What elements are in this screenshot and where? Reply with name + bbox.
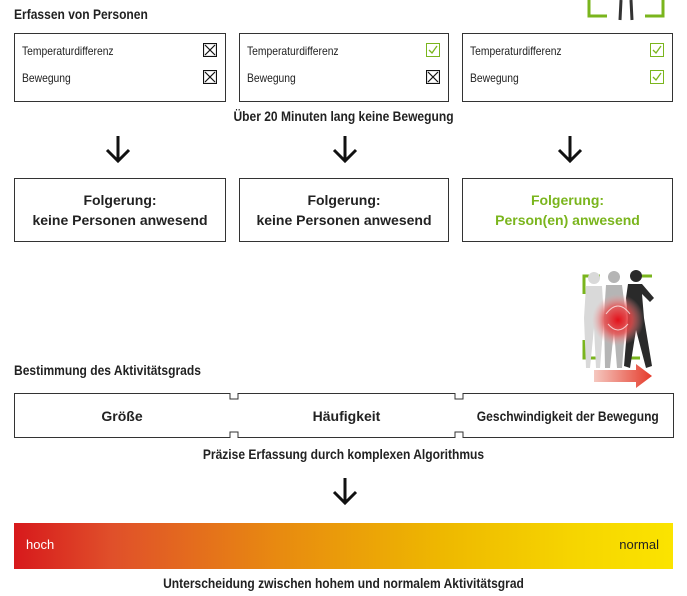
criteria-bar-frame <box>14 393 674 438</box>
criterion-label: Größe <box>101 407 143 424</box>
checkmark-icon <box>426 43 440 57</box>
criterion-label: Geschwindigkeit der Bewegung <box>477 407 659 424</box>
algorithm-text: Präzise Erfassung durch komplexen Algori… <box>202 446 485 462</box>
movement-label: Bewegung <box>470 71 519 85</box>
condition-text: Über 20 Minuten lang keine Bewegung <box>233 108 454 124</box>
movement-label: Bewegung <box>22 71 71 85</box>
checkmark-icon <box>650 70 664 84</box>
conclusion-text: keine Personen anwesend <box>32 212 208 228</box>
arrow-down-icon <box>105 136 131 164</box>
cross-icon <box>203 70 217 84</box>
checkmark-icon <box>650 43 664 57</box>
cross-icon <box>426 70 440 84</box>
cross-icon <box>203 43 217 57</box>
scale-label-high: hoch <box>26 537 55 552</box>
movement-label: Bewegung <box>247 71 296 85</box>
section-title-activity: Bestimmung des Aktivitätsgrads <box>14 362 201 378</box>
conclusion-box-1: Folgerung: keine Personen anwesend <box>14 178 226 242</box>
conclusion-box-2: Folgerung: keine Personen anwesend <box>239 178 449 242</box>
conclusion-label: Folgerung: <box>307 192 381 208</box>
activity-scale-bar: hoch normal <box>14 523 673 569</box>
arrow-down-icon <box>332 136 358 164</box>
conclusion-box-3: Folgerung: Person(en) anwesend <box>462 178 673 242</box>
conclusion-label: Folgerung: <box>83 192 157 208</box>
arrow-down-icon <box>332 478 358 506</box>
temperature-difference-label: Temperaturdifferenz <box>22 44 114 58</box>
criterion-speed: Geschwindigkeit der Bewegung <box>463 393 673 438</box>
section-title-detection: Erfassen von Personen <box>14 6 148 22</box>
criterion-frequency: Häufigkeit <box>238 393 455 438</box>
conclusion-text: keine Personen anwesend <box>256 212 432 228</box>
arrow-down-icon <box>557 136 583 164</box>
criterion-label: Häufigkeit <box>312 407 381 424</box>
person-detection-illustration <box>587 0 665 21</box>
scale-caption: Unterscheidung zwischen hohem und normal… <box>163 575 524 591</box>
criterion-size: Größe <box>14 393 230 438</box>
conclusion-label: Folgerung: <box>530 192 605 208</box>
activity-detection-illustration <box>582 270 654 388</box>
scale-label-normal: normal <box>619 537 659 552</box>
temperature-difference-label: Temperaturdifferenz <box>247 44 339 58</box>
conclusion-text: Person(en) anwesend <box>495 212 640 228</box>
temperature-difference-label: Temperaturdifferenz <box>470 44 562 58</box>
